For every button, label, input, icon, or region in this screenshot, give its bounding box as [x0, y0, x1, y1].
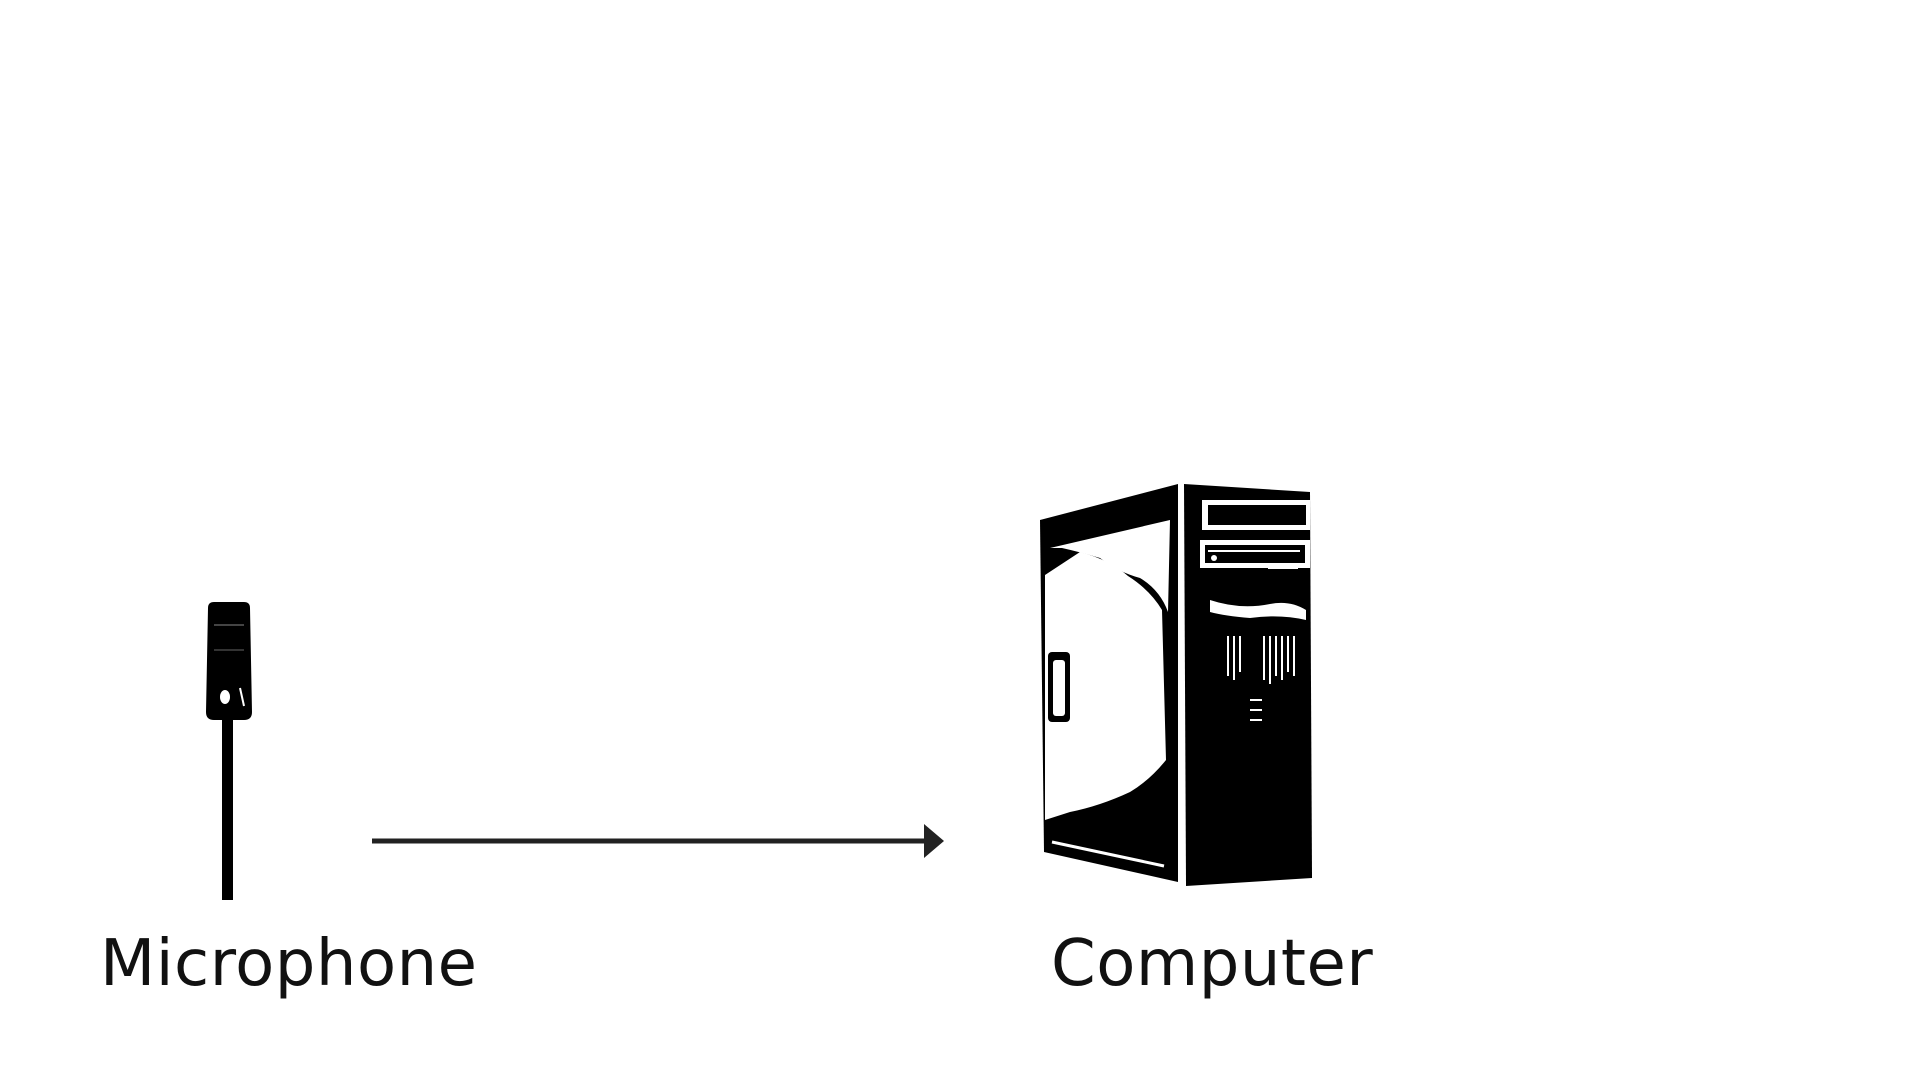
- front-vents: [1227, 636, 1295, 684]
- microphone-label: Microphone: [100, 927, 478, 1001]
- signal-arrow: [372, 824, 944, 858]
- arrow-head: [924, 824, 944, 858]
- computer-label: Computer: [1051, 927, 1374, 1001]
- computer-front-panel: [1184, 484, 1312, 884]
- microphone-head: [206, 602, 252, 720]
- microphone-icon: [206, 602, 252, 900]
- microphone-cable: [222, 720, 233, 900]
- front-ports: [1250, 699, 1262, 721]
- computer-tower-icon: [1040, 484, 1312, 886]
